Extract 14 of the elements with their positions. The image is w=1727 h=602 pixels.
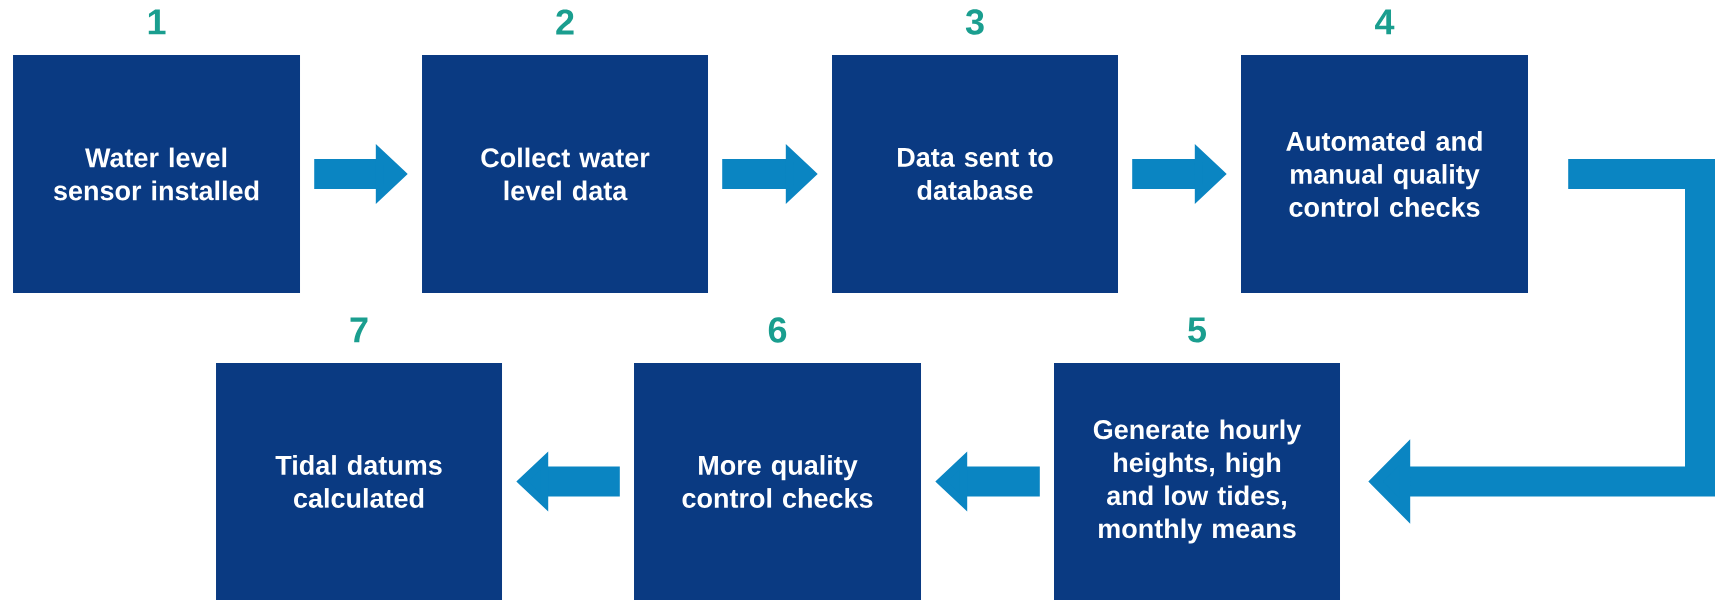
step-number: 2 (556, 9, 574, 35)
process-box: Data sent to database (832, 55, 1118, 293)
step-number: 4 (1375, 9, 1395, 35)
step-number: 5 (1188, 317, 1206, 343)
process-box: More quality control checks (634, 363, 921, 600)
process-box: Generate hourly heights, high and low tides, monthly means (1054, 363, 1340, 600)
step-number: 3 (965, 9, 984, 35)
process-box: Collect water level data (422, 55, 708, 293)
process-box: Automated and manual quality control checks (1241, 55, 1528, 293)
process-box: Water level sensor installed (13, 55, 300, 293)
step-number: 6 (768, 317, 787, 343)
step-number: 7 (350, 317, 368, 343)
process-box: Tidal datums calculated (216, 363, 502, 600)
step-number: 1 (148, 9, 166, 35)
